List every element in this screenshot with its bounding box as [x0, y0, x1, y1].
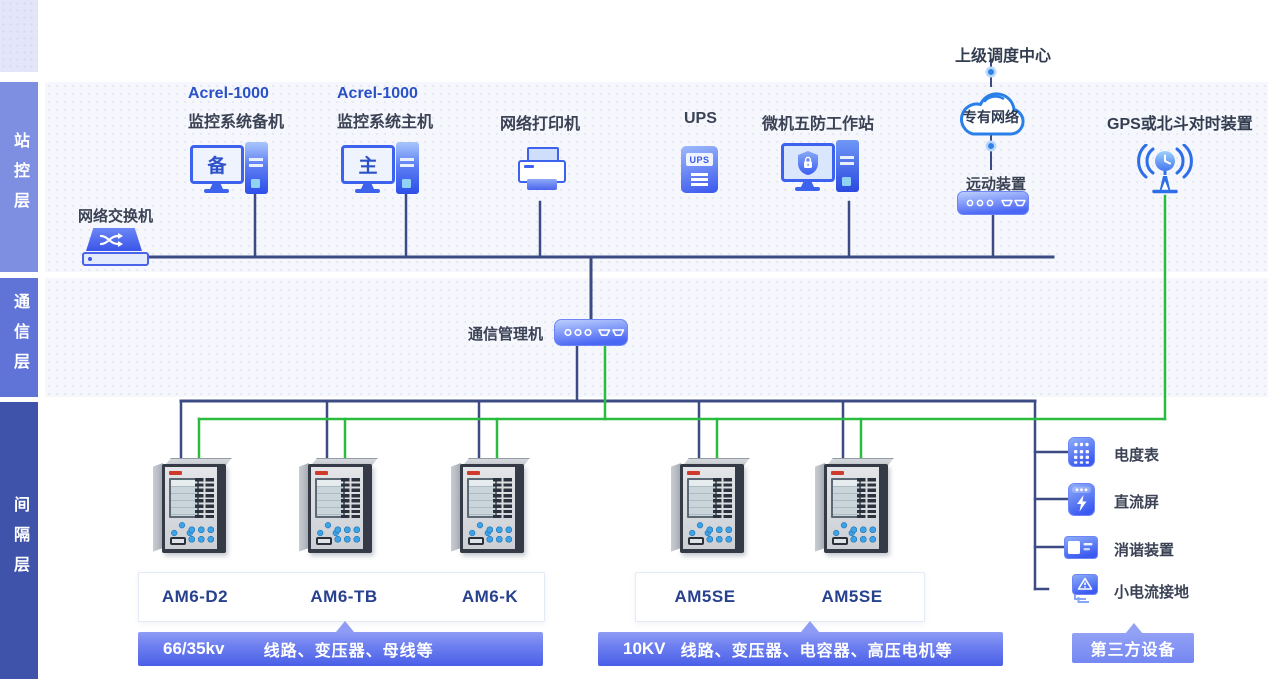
printer-icon — [518, 145, 566, 193]
device-label-am5se-1: AM5SE — [674, 587, 736, 606]
third-party-label-meter: 电度表 — [1114, 447, 1160, 464]
sidebar-layer-station: 站控层 — [0, 82, 38, 272]
device-label-am6-d2: AM6-D2 — [161, 587, 229, 606]
workstation-label: 微机五防工作站 — [762, 116, 875, 133]
banner2-text: 线路、变压器、电容器、高压电机等 — [680, 643, 953, 660]
ups-badge: UPS — [686, 153, 713, 166]
third-party-label-harmonic: 消谐装置 — [1114, 542, 1175, 559]
relay-device-am5se-1 — [670, 458, 754, 553]
rtu-device-icon — [957, 191, 1029, 215]
main-tower — [396, 142, 419, 194]
main-computer-label: 监控系统主机 — [337, 114, 434, 131]
third-party-label-grounding: 小电流接地 — [1114, 584, 1190, 601]
workstation-icon — [781, 140, 859, 193]
shield-lock-icon — [798, 150, 818, 175]
network-switch-icon — [82, 228, 149, 266]
gps-antenna-icon — [1137, 144, 1193, 194]
banner2-pointer — [801, 621, 819, 632]
harmonic-device-icon — [1064, 536, 1098, 559]
device-label-am5se-2: AM5SE — [821, 587, 883, 606]
backup-monitor: 备 — [190, 145, 244, 184]
sidebar-layer-station-label: 站控层 — [11, 132, 28, 222]
gps-label: GPS或北斗对时装置 — [1107, 116, 1253, 133]
backup-computer-icon: 备 — [190, 142, 268, 195]
private-network-cloud-icon — [960, 92, 1025, 136]
grounding-device-icon — [1072, 574, 1098, 603]
energy-meter-icon — [1068, 437, 1095, 467]
gateway-device-icon — [554, 319, 628, 346]
workstation-monitor — [781, 143, 835, 182]
relay-device-am6-d2 — [152, 458, 236, 553]
dc-panel-icon — [1068, 483, 1095, 516]
network-bus-lines — [113, 61, 1070, 591]
relay-device-am6-tb — [298, 458, 382, 553]
device-label-am6-tb: AM6-TB — [310, 587, 378, 606]
relay-device-am6-k — [450, 458, 534, 553]
printer-label: 网络打印机 — [500, 116, 581, 133]
banner-10kv: 10KV 线路、变压器、电容器、高压电机等 — [598, 632, 1003, 666]
comm-layer-row-bg — [45, 278, 1268, 397]
backup-computer-label: 监控系统备机 — [188, 114, 285, 131]
banner2-voltage: 10KV — [623, 639, 666, 658]
sidebar-layer-bay-label: 间隔层 — [11, 495, 28, 586]
main-computer-icon: 主 — [341, 142, 419, 195]
shuffle-arrows-icon — [99, 233, 123, 247]
am6-label-box — [138, 572, 545, 622]
cloud-label: 专有网络 — [963, 109, 1019, 125]
relay-device-am5se-2 — [814, 458, 898, 553]
rtu-label: 远动装置 — [966, 176, 1027, 193]
sidebar-top-block — [0, 0, 38, 72]
serial-bus-lines — [197, 194, 1167, 470]
am5se-label-box — [635, 572, 925, 622]
sidebar-layer-comm-label: 通信层 — [11, 292, 28, 383]
ups-icon: UPS — [681, 146, 718, 193]
device-label-am6-k: AM6-K — [461, 587, 519, 606]
third-party-label-dc: 直流屏 — [1114, 494, 1160, 511]
dispatch-center-label: 上级调度中心 — [955, 48, 1052, 65]
switch-label: 网络交换机 — [78, 208, 154, 225]
main-monitor: 主 — [341, 145, 395, 184]
main-computer-title: Acrel-1000 — [337, 85, 418, 102]
station-layer-row-bg — [45, 82, 1268, 272]
cloud-link-nodes — [985, 66, 997, 152]
banner1-voltage: 66/35kv — [163, 639, 225, 658]
backup-computer-title: Acrel-1000 — [188, 85, 269, 102]
sidebar-layer-bay: 间隔层 — [0, 402, 38, 679]
banner3-pointer — [1125, 623, 1143, 634]
sidebar-layer-comm: 通信层 — [0, 278, 38, 397]
backup-tower — [245, 142, 268, 194]
banner-third-party: 第三方设备 — [1072, 633, 1194, 663]
ups-label: UPS — [684, 110, 717, 127]
banner1-pointer — [336, 621, 354, 632]
banner3-text: 第三方设备 — [1090, 642, 1176, 659]
banner1-text: 线路、变压器、母线等 — [263, 643, 434, 660]
banner-66-35kv: 66/35kv 线路、变压器、母线等 — [138, 632, 543, 666]
gateway-label: 通信管理机 — [468, 326, 544, 343]
workstation-tower — [836, 140, 859, 192]
